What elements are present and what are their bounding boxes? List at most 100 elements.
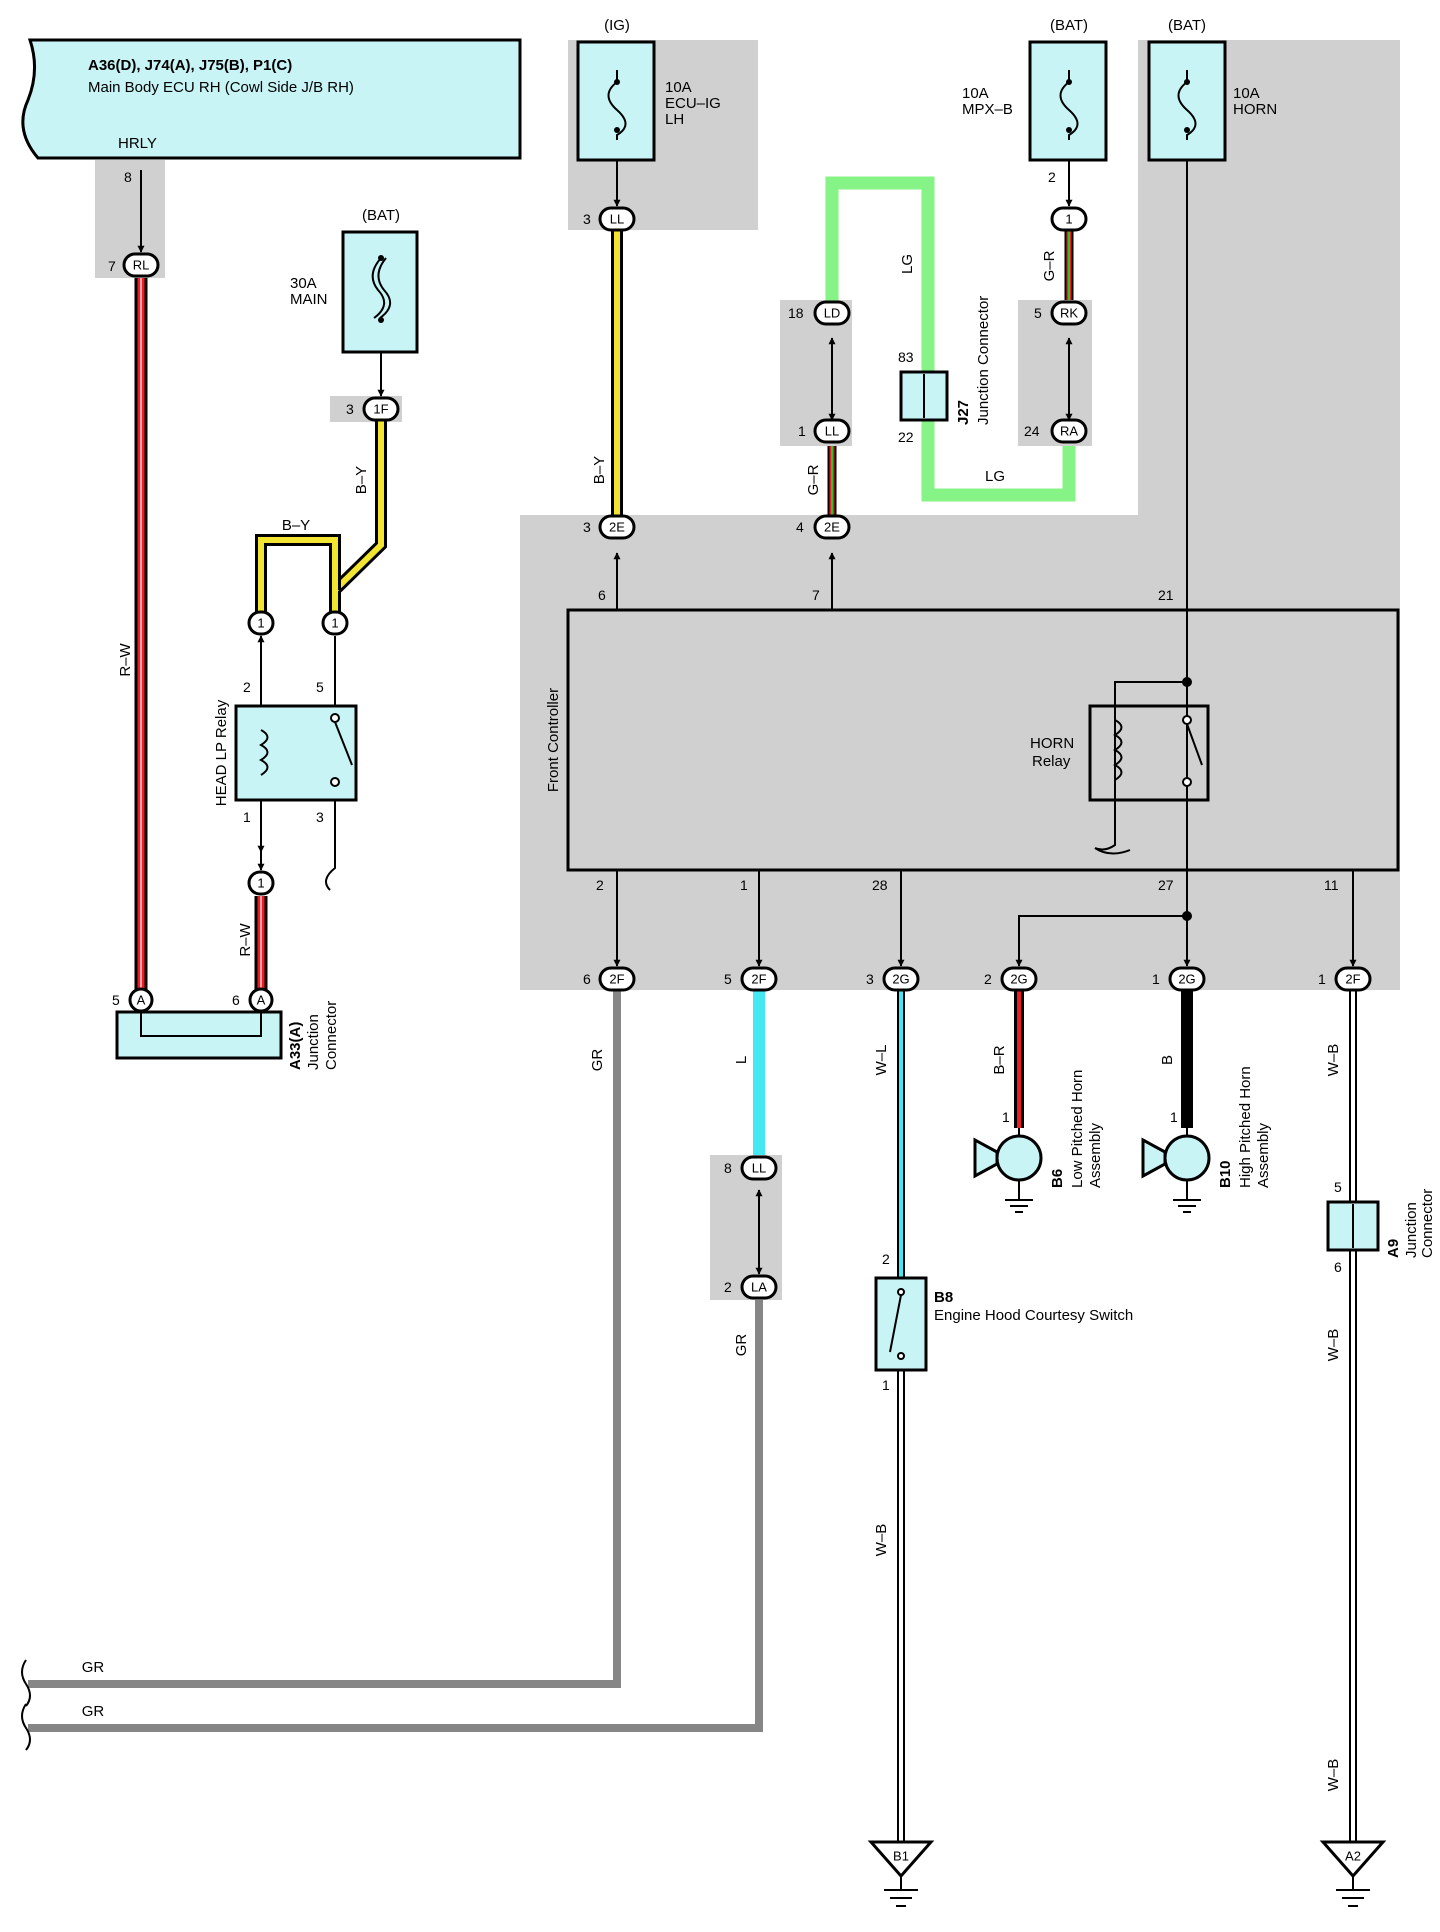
pin: 7 [108,258,116,274]
svg-text:2F: 2F [609,972,624,987]
b6-code: B6 [1049,1169,1066,1188]
conn-ra: RA [1050,418,1088,444]
pin: 6 [583,971,591,987]
fuse-mpx-b: (BAT) 10A MPX–B [962,17,1108,162]
b6-name2: Assembly [1087,1122,1104,1188]
wire-by-relay [255,534,341,612]
pin: 3 [346,401,354,417]
svg-text:LL: LL [752,1161,766,1176]
conn-ll-mid: LL [813,418,851,444]
fuse-mpx-b-l2: MPX–B [962,101,1013,118]
pin: 1 [1170,1109,1178,1125]
wire-label: B–Y [591,456,608,484]
conn-rk: RK [1050,300,1088,326]
wire-label: GR [733,1334,750,1357]
power-bat-mpx: (BAT) [1050,17,1088,34]
wire-label: B [1159,1055,1176,1065]
pin: 2 [596,877,604,893]
svg-text:2F: 2F [751,972,766,987]
svg-text:RL: RL [133,258,150,273]
pin: 28 [872,877,888,893]
shade-front-controller [520,40,1400,990]
svg-text:LL: LL [610,212,624,227]
fuses: (IG) 10A ECU–IG LH (BAT) 10A MPX–B (BAT)… [290,17,1277,354]
horn-relay-label-2: Relay [1032,753,1071,770]
pin: 83 [898,349,914,365]
conn-1f: 1F [362,396,400,422]
fuse-ecu-ig: (IG) 10A ECU–IG LH [576,17,721,162]
pin: 5 [112,992,120,1008]
pin: 3 [316,809,324,825]
svg-text:LL: LL [825,424,839,439]
wire-label: B–R [991,1045,1008,1074]
conn-ll-low: LL [740,1155,778,1181]
svg-text:1: 1 [331,616,338,631]
a9-name2: Connector [1419,1189,1436,1258]
pin: 6 [1334,1259,1342,1275]
pin: 7 [812,587,820,603]
main-body-ecu: A36(D), J74(A), J75(B), P1(C) Main Body … [21,38,522,160]
a33-code: A33(A) [287,1022,304,1070]
ground-b1-label: B1 [893,1849,909,1864]
a9-junction-connector: A9 Junction Connector [1326,1189,1436,1258]
j27-junction-connector: J27 Junction Connector [899,296,992,425]
ground-a2-label: A2 [1345,1849,1361,1864]
wire-label: R–W [117,642,134,676]
pin: 18 [788,305,804,321]
conn-a-right: A [248,987,274,1013]
conn-relay-in-left: 1 [247,610,275,636]
pin: 11 [1324,877,1339,893]
pin: 5 [1334,1179,1342,1195]
svg-text:1: 1 [257,616,264,631]
pin: 3 [583,519,591,535]
b8-name: Engine Hood Courtesy Switch [934,1307,1133,1324]
fuse-main-l2: MAIN [290,291,328,308]
horn-b10: B10 High Pitched Horn Assembly [1141,1066,1272,1213]
pin: 3 [583,211,591,227]
wire-label: B–Y [282,517,310,534]
pin: 5 [316,679,324,695]
wire-labels: R–W R–W B–Y B–Y B–Y LG LG G–R G–R GR L W… [82,250,1342,1791]
fuse-mpx-b-l1: 10A [962,85,989,102]
head-lp-relay: HEAD LP Relay [213,699,358,806]
fuse-ecu-ig-l3: LH [665,111,684,128]
svg-text:2G: 2G [1010,972,1027,987]
pin: 5 [1034,305,1042,321]
svg-text:2E: 2E [824,520,840,535]
head-lp-relay-label: HEAD LP Relay [213,699,230,806]
pin: 6 [232,992,240,1008]
wire-lg-loop [825,176,1076,502]
wire-label: LG [985,468,1005,485]
conn-2g-br: 2G [1000,966,1038,992]
b10-code: B10 [1217,1160,1234,1188]
pin: 3 [866,971,874,987]
fuse-horn-l2: HORN [1233,101,1277,118]
a9-name1: Junction [1403,1202,1420,1258]
svg-text:1: 1 [1065,212,1072,227]
wire-gr-la [28,1300,763,1732]
j27-name: Junction Connector [975,296,992,425]
pin: 2 [882,1251,890,1267]
svg-text:1F: 1F [373,402,388,417]
wire-label: G–R [805,464,822,495]
horn-relay-label-1: HORN [1030,735,1074,752]
svg-text:RA: RA [1060,424,1078,439]
wire-label: W–L [873,1045,890,1076]
svg-text:LD: LD [824,306,841,321]
wire-label: W–B [873,1524,890,1557]
pin: 21 [1158,587,1174,603]
pin: 22 [898,429,914,445]
a33-junction-connector: A33(A) Junction Connector [115,1001,340,1070]
ecu-title: A36(D), J74(A), J75(B), P1(C) [88,57,292,74]
pin: 1 [740,877,748,893]
a33-name2: Connector [323,1001,340,1070]
pin: 1 [1318,971,1326,987]
conn-ll-top: LL [598,206,636,232]
pin: 8 [724,1160,732,1176]
conn-relay-in-right: 1 [321,610,349,636]
pin: 2 [243,679,251,695]
power-ig: (IG) [604,17,630,34]
fuse-main: (BAT) 30A MAIN [290,207,419,354]
pin: 4 [796,519,804,535]
fuse-ecu-ig-l1: 10A [665,79,692,96]
